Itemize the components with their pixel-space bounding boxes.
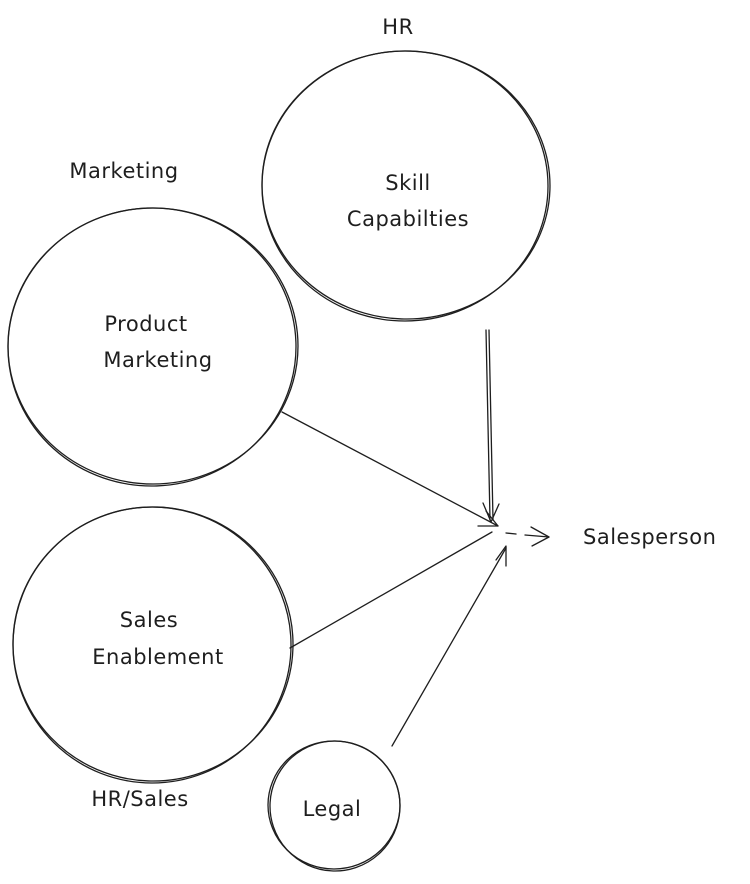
sales-enablement-line-1: Sales bbox=[120, 608, 178, 632]
skill-capabilities-node[interactable]: Skill Capabilties bbox=[257, 46, 554, 324]
connector-hub-to-salesperson bbox=[505, 526, 550, 547]
connector-product-to-hub bbox=[281, 411, 499, 527]
legal-label: Legal bbox=[303, 797, 362, 821]
skill-capabilities-line-1: Skill bbox=[385, 171, 431, 195]
sales-enablement-node[interactable]: Sales Enablement bbox=[8, 502, 297, 786]
product-marketing-line-1: Product bbox=[104, 312, 187, 336]
sales-enablement-line-2: Enablement bbox=[92, 645, 223, 669]
salesperson-label: Salesperson bbox=[583, 525, 716, 549]
connector-sales-to-hub bbox=[289, 531, 493, 649]
product-marketing-line-2: Marketing bbox=[103, 348, 212, 372]
group-label-marketing: Marketing bbox=[69, 159, 178, 183]
skill-capabilities-line-2: Capabilties bbox=[347, 207, 469, 231]
legal-node[interactable]: Legal bbox=[267, 738, 404, 875]
product-marketing-node[interactable]: Product Marketing bbox=[3, 203, 301, 491]
connector-legal-to-hub bbox=[391, 545, 507, 747]
connector-skill-to-hub bbox=[482, 329, 500, 523]
group-label-hr: HR bbox=[382, 15, 413, 39]
group-label-hr-sales: HR/Sales bbox=[91, 787, 188, 811]
